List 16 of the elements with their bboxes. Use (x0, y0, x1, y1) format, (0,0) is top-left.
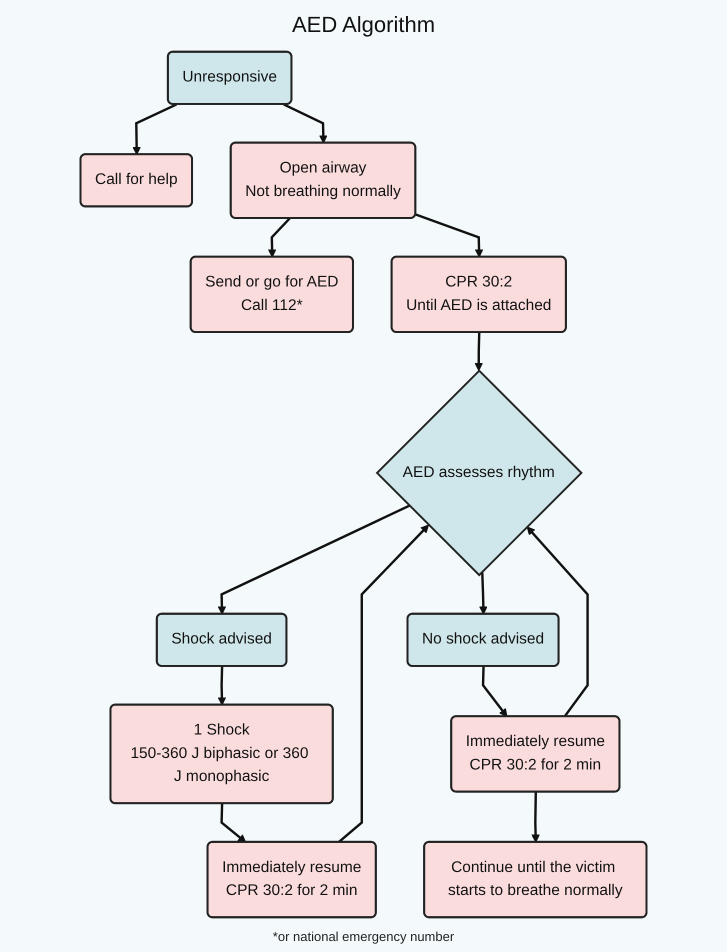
arrow (474, 332, 483, 372)
arrow (338, 524, 430, 844)
arrow (531, 792, 540, 843)
arrow (526, 526, 589, 718)
arrow (218, 504, 410, 615)
arrow (415, 213, 484, 258)
arrow (482, 666, 508, 718)
arrow (218, 666, 226, 706)
arrow (132, 103, 177, 156)
footnote: *or national emergency number (272, 929, 454, 944)
arrow (479, 572, 488, 615)
diagram-title: AED Algorithm (292, 12, 436, 38)
arrow (268, 218, 291, 258)
arrow (220, 804, 246, 843)
arrow (283, 103, 328, 144)
node-diamond: AED assesses rhythm (376, 369, 583, 576)
